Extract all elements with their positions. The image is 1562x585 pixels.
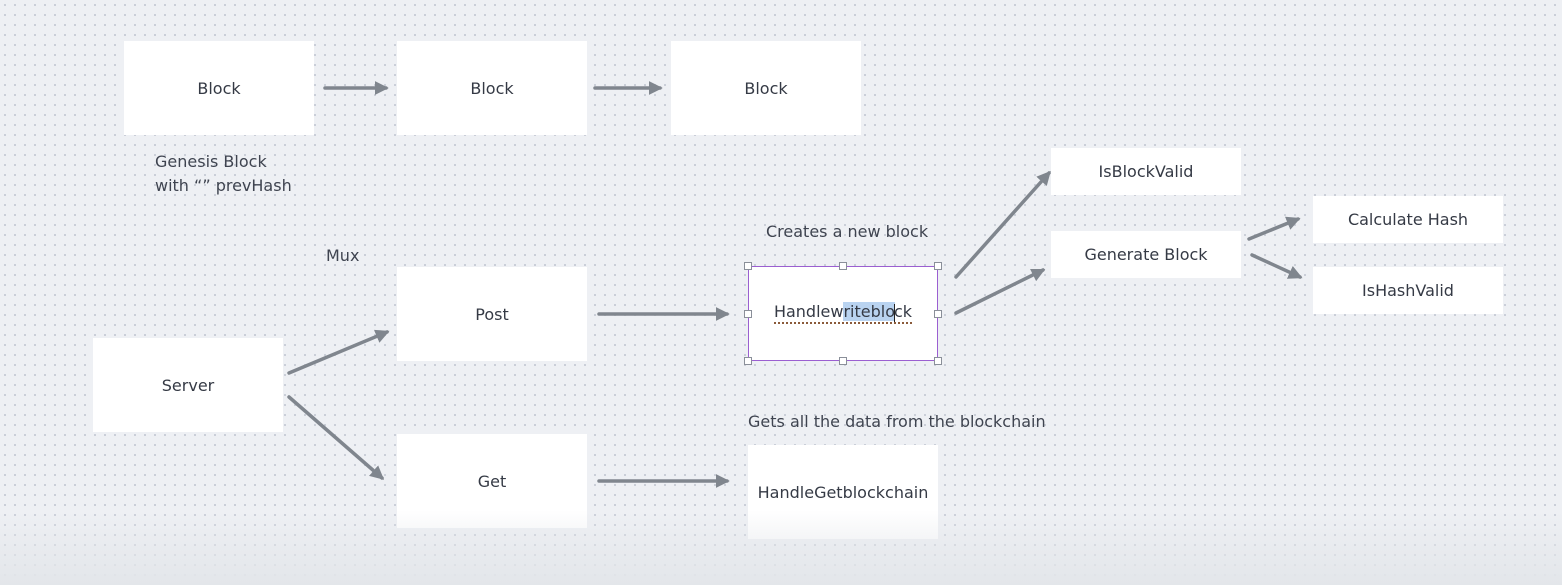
resize-handle-middle-left[interactable] (744, 310, 752, 318)
handle-write-block-text-after: ck (893, 302, 913, 322)
genesis-note-line2: with “” prevHash (155, 176, 292, 195)
generate-block-node[interactable]: Generate Block (1051, 231, 1241, 278)
mux-label[interactable]: Mux (326, 246, 360, 265)
is-hash-valid-node[interactable]: IsHashValid (1313, 267, 1503, 314)
arrow-handlewriteblock-to-isblockvalid[interactable] (954, 170, 1051, 279)
post-node-label: Post (475, 304, 509, 324)
resize-handle-middle-right[interactable] (934, 310, 942, 318)
block-node-2[interactable]: Block (397, 41, 587, 135)
block-node-3-label: Block (744, 78, 788, 98)
block-node-3[interactable]: Block (671, 41, 861, 135)
block-node-2-label: Block (470, 78, 514, 98)
resize-handle-bottom-left[interactable] (744, 357, 752, 365)
arrow-server-to-post[interactable] (287, 329, 390, 375)
genesis-block-note[interactable]: Genesis Block with “” prevHash (155, 150, 292, 198)
genesis-note-line1: Genesis Block (155, 152, 267, 171)
arrow-server-to-get[interactable] (287, 395, 385, 480)
handle-get-blockchain-node[interactable]: HandleGetblockchain (748, 445, 938, 539)
arrow-generateblock-to-calculatehash[interactable] (1247, 216, 1301, 241)
resize-handle-top-right[interactable] (934, 262, 942, 270)
is-hash-valid-label: IsHashValid (1362, 281, 1454, 300)
handle-write-block-node[interactable]: Handlewriteblock (748, 266, 938, 361)
resize-handle-bottom-right[interactable] (934, 357, 942, 365)
creates-new-block-note[interactable]: Creates a new block (766, 222, 929, 241)
calculate-hash-label: Calculate Hash (1347, 210, 1469, 229)
handle-get-blockchain-label: HandleGetblockchain (757, 482, 929, 502)
is-block-valid-label: IsBlockValid (1098, 162, 1194, 181)
block-node-1-label: Block (197, 78, 241, 98)
resize-handle-top-left[interactable] (744, 262, 752, 270)
arrow-handlewriteblock-to-generateblock[interactable] (954, 268, 1046, 315)
handle-write-block-text-editor[interactable]: Handlewriteblock (773, 302, 913, 324)
generate-block-label: Generate Block (1084, 245, 1208, 264)
server-node[interactable]: Server (93, 338, 283, 432)
arrow-generateblock-to-ishashvalid[interactable] (1250, 253, 1303, 279)
handle-write-block-text-before: Handlew (773, 302, 844, 322)
server-node-label: Server (161, 375, 215, 395)
get-node-label: Get (477, 471, 507, 491)
is-block-valid-node[interactable]: IsBlockValid (1051, 148, 1241, 195)
block-node-1[interactable]: Block (124, 41, 314, 135)
resize-handle-bottom-center[interactable] (839, 357, 847, 365)
text-selection-highlight: riteblo (843, 302, 895, 322)
text-caret (893, 303, 895, 322)
get-node[interactable]: Get (397, 434, 587, 528)
resize-handle-top-center[interactable] (839, 262, 847, 270)
gets-all-data-note[interactable]: Gets all the data from the blockchain (748, 412, 1046, 431)
calculate-hash-node[interactable]: Calculate Hash (1313, 196, 1503, 243)
post-node[interactable]: Post (397, 267, 587, 361)
